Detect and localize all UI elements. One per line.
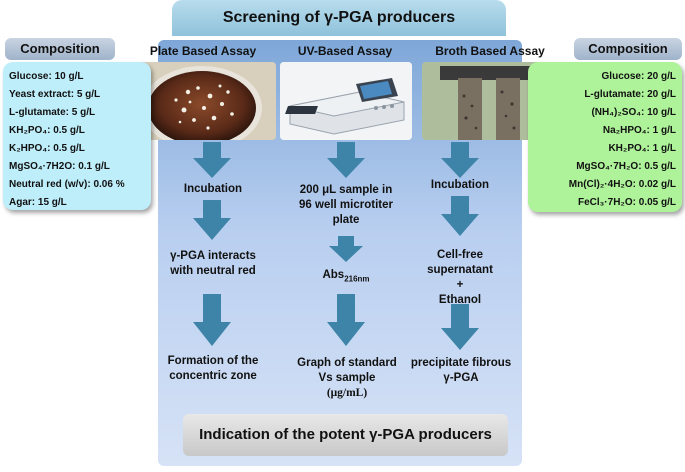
left-composition-title: Composition (5, 38, 115, 60)
broth-assay-title: Broth Based Assay (435, 44, 545, 58)
composition-line: Yeast extract: 5 g/L (9, 89, 101, 100)
down-arrow-icon (441, 304, 479, 350)
down-arrow-icon (327, 294, 365, 346)
step-text: γ-PGA (443, 372, 479, 384)
petri-dish-image (128, 62, 276, 140)
composition-line: Na₂HPO₄: 1 g/L (602, 125, 676, 136)
step-text: Formation of the (167, 355, 259, 367)
step-subscript: 216nm (344, 274, 370, 284)
down-arrow-icon (441, 142, 479, 178)
composition-line: Neutral red (w/v): 0.06 % (9, 179, 125, 190)
step-text: 200 μL sample in (299, 184, 393, 196)
step-text: 96 well microtiter (299, 199, 393, 211)
composition-line: Mn(Cl)₂·4H₂O: 0.02 g/L (568, 179, 676, 190)
step-text: Abs (322, 269, 345, 281)
down-arrow-icon (329, 236, 363, 262)
uv-step-sample: 200 μL sample in 96 well microtiter plat… (284, 183, 408, 228)
down-arrow-icon (193, 142, 231, 178)
broth-step-precipitate: precipitate fibrous γ-PGA (406, 356, 516, 386)
down-arrow-icon (193, 294, 231, 346)
composition-line: FeCl₃·7H₂O: 0.05 g/L (578, 197, 676, 208)
composition-line: Glucose: 10 g/L (9, 71, 84, 82)
diagram-conclusion: Indication of the potent γ-PGA producers (183, 414, 508, 456)
composition-line: MgSO₄·7H₂O: 0.5 g/L (576, 161, 676, 172)
step-text: Cell-free (436, 249, 484, 261)
right-composition-title: Composition (574, 38, 682, 60)
plate-assay-title: Plate Based Assay (149, 44, 257, 58)
down-arrow-icon (193, 200, 231, 240)
step-text: Graph of standard (297, 357, 397, 369)
step-text: supernatant (427, 264, 493, 276)
step-text: plate (332, 214, 360, 226)
plate-step-interaction: γ-PGA interacts with neutral red (150, 249, 276, 279)
step-text: concentric zone (169, 370, 257, 382)
composition-line: Agar: 15 g/L (9, 197, 67, 208)
down-arrow-icon (327, 142, 365, 178)
composition-line: Glucose: 20 g/L (601, 71, 676, 82)
step-text: with neutral red (170, 265, 256, 277)
step-text: (μg/mL) (326, 387, 368, 399)
uv-step-absorbance: Abs216nm (300, 268, 392, 286)
spectrophotometer-image (280, 62, 412, 140)
step-text: + (456, 279, 464, 291)
step-text: Vs sample (318, 372, 376, 384)
step-text: precipitate fibrous (410, 357, 512, 369)
composition-line: MgSO₄·7H2O: 0.1 g/L (9, 161, 110, 172)
plate-step-result: Formation of the concentric zone (150, 354, 276, 384)
composition-line: (NH₄)₂SO₄: 10 g/L (591, 107, 676, 118)
uv-assay-title: UV-Based Assay (297, 44, 393, 58)
composition-line: L-glutamate: 20 g/L (584, 89, 676, 100)
step-text: γ-PGA interacts (170, 250, 256, 262)
left-composition-box: Glucose: 10 g/L Yeast extract: 5 g/L L-g… (3, 62, 151, 210)
plate-step-incubation: Incubation (183, 183, 243, 195)
diagram-title: Screening of γ-PGA producers (172, 0, 506, 36)
composition-line: K₂HPO₄: 0.5 g/L (9, 143, 85, 154)
step-text: Ethanol (438, 294, 482, 306)
down-arrow-icon (441, 196, 479, 236)
uv-step-graph: Graph of standard Vs sample (μg/mL) (286, 356, 408, 401)
composition-line: KH₂PO₄: 1 g/L (608, 143, 676, 154)
broth-step-supernatant: Cell-free supernatant + Ethanol (412, 248, 508, 308)
composition-line: KH₂PO₄: 0.5 g/L (9, 125, 85, 136)
composition-line: L-glutamate: 5 g/L (9, 107, 96, 118)
broth-step-incubation: Incubation (430, 179, 490, 191)
right-composition-box: Glucose: 20 g/L L-glutamate: 20 g/L (NH₄… (528, 62, 682, 212)
